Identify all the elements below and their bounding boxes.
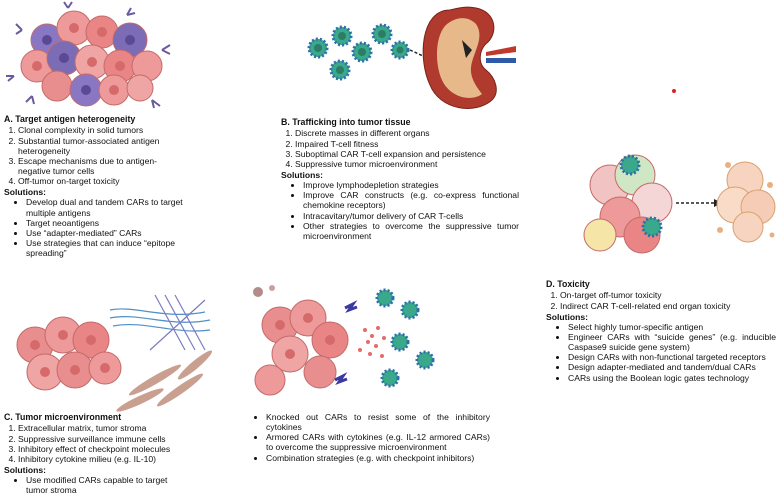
list-item: Use “adapter-mediated” CARs — [26, 228, 184, 238]
list-item: Off-tumor on-target toxicity — [18, 176, 184, 186]
panel-c-solutions-continued: Knocked out CARs to resist some of the i… — [250, 412, 490, 463]
list-item: Inhibitory cytokine milieu (e.g. IL-10) — [18, 454, 184, 464]
list-item: Suppressive tumor microenvironment — [295, 159, 519, 169]
panel-a-solutions: Develop dual and tandem CARs to target m… — [4, 197, 184, 258]
list-item: Intracavitary/tumor delivery of CAR T-ce… — [303, 211, 519, 221]
list-item: Suboptimal CAR T-cell expansion and pers… — [295, 149, 519, 159]
armored-car-illustration — [253, 285, 435, 396]
list-item: Knocked out CARs to resist some of the i… — [266, 412, 490, 432]
list-item: Indirect CAR T-cell-related end organ to… — [560, 301, 776, 311]
panel-d-solutions: Select highly tumor-specific antigen Eng… — [546, 322, 776, 383]
list-item: Develop dual and tandem CARs to target m… — [26, 197, 184, 217]
panel-a-solutions-label: Solutions: — [4, 187, 47, 198]
panel-c-heading: C. Tumor microenvironment — [4, 412, 122, 422]
list-item: Design CARs with non-functional targeted… — [568, 352, 776, 362]
list-item: Improve CAR constructs (e.g. co-express … — [303, 190, 519, 210]
panel-b-solutions-label: Solutions: — [281, 169, 324, 180]
list-item: Engineer CARs with “suicide genes” (e.g.… — [568, 332, 776, 352]
marker-dot — [672, 89, 676, 93]
car-t-cell-icon — [307, 37, 329, 59]
panel-c: C. Tumor microenvironment Extracellular … — [4, 412, 184, 495]
panel-d-problems: On-target off-tumor toxicity Indirect CA… — [546, 290, 776, 310]
panel-c-solutions-label: Solutions: — [4, 464, 47, 475]
list-item: Combination strategies (e.g. with checkp… — [266, 453, 490, 463]
panel-b-problems: Discrete masses in different organs Impa… — [281, 128, 519, 169]
toxicity-illustration — [583, 154, 776, 254]
list-item: CARs using the Boolean logic gates techn… — [568, 373, 776, 383]
panel-d: D. Toxicity On-target off-tumor toxicity… — [546, 279, 776, 383]
panel-b-heading: B. Trafficking into tumor tissue — [281, 117, 411, 127]
list-item: Design adapter-mediated and tandem/dual … — [568, 362, 776, 372]
list-item: Discrete masses in different organs — [295, 128, 519, 138]
tumor-stroma-illustration — [16, 294, 213, 412]
panel-d-heading: D. Toxicity — [546, 279, 590, 289]
panel-a-heading: A. Target antigen heterogeneity — [4, 114, 136, 124]
list-item: Escape mechanisms due to antigen-negativ… — [18, 156, 184, 176]
tumor-heterogeneity-illustration — [6, 1, 171, 109]
list-item: Improve lymphodepletion strategies — [303, 180, 519, 190]
list-item: Target neoantigens — [26, 218, 184, 228]
list-item: Extracellular matrix, tumor stroma — [18, 423, 184, 433]
panel-a: A. Target antigen heterogeneity Clonal c… — [4, 114, 184, 258]
panel-c-solutions: Use modified CARs capable to target tumo… — [4, 475, 184, 495]
list-item: Substantial tumor-associated antigen het… — [18, 136, 184, 156]
list-item: Impaired T-cell fitness — [295, 139, 519, 149]
list-item: Select highly tumor-specific antigen — [568, 322, 776, 332]
trafficking-illustration — [307, 6, 516, 109]
list-item: Use strategies that can induce “epitope … — [26, 238, 184, 258]
list-item: Clonal complexity in solid tumors — [18, 125, 184, 135]
panel-b: B. Trafficking into tumor tissue Discret… — [281, 117, 519, 241]
list-item: Other strategies to overcome the suppres… — [303, 221, 519, 241]
panel-c-problems: Extracellular matrix, tumor stroma Suppr… — [4, 423, 184, 464]
list-item: Use modified CARs capable to target tumo… — [26, 475, 184, 495]
panel-a-problems: Clonal complexity in solid tumors Substa… — [4, 125, 184, 186]
list-item: Suppressive surveillance immune cells — [18, 434, 184, 444]
list-item: Inhibitory effect of checkpoint molecule… — [18, 444, 184, 454]
panel-d-solutions-label: Solutions: — [546, 311, 589, 322]
panel-c-continued: Knocked out CARs to resist some of the i… — [250, 412, 490, 463]
list-item: On-target off-tumor toxicity — [560, 290, 776, 300]
panel-b-solutions: Improve lymphodepletion strategies Impro… — [281, 180, 519, 241]
list-item: Armored CARs with cytokines (e.g. IL-12 … — [266, 432, 490, 452]
